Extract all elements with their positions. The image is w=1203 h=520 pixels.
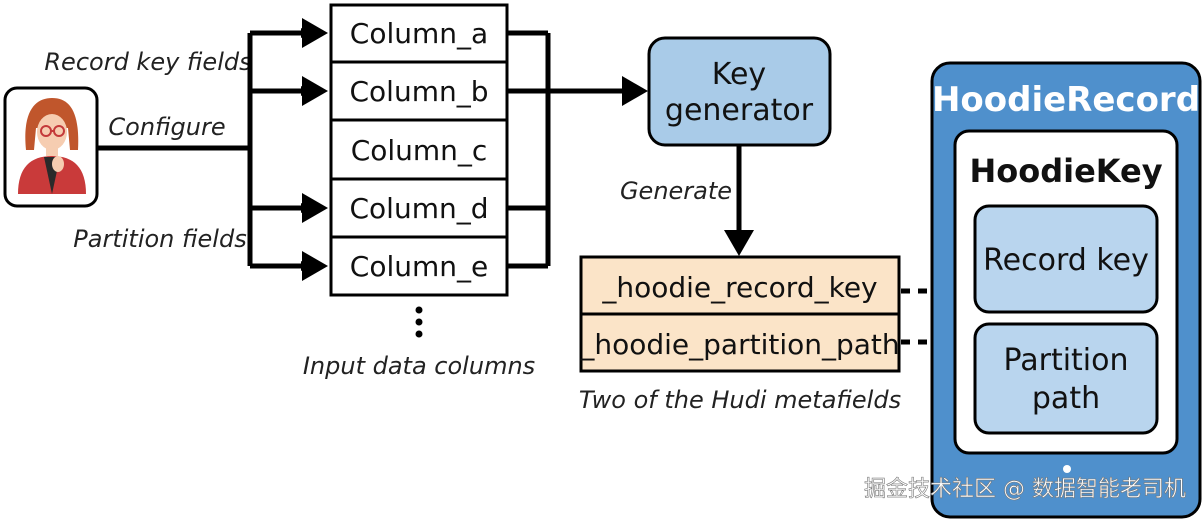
hoodie-record-title: HoodieRecord [932,80,1200,120]
user-avatar-icon [3,86,99,208]
generate-label: Generate [620,177,732,205]
column-c-cell: Column_c [351,134,488,167]
column-e-cell: Column_e [350,250,488,283]
partition-path-box-line1: Partition [1003,343,1128,378]
record-key-fields-label: Record key fields [44,48,251,76]
metafields-caption: Two of the Hudi metafields [579,386,901,414]
more-columns-ellipsis-icon [415,306,423,338]
key-generator-box: Key generator [647,36,832,147]
metafields-table: _hoodie_record_key _hoodie_partition_pat… [579,255,901,373]
arrowheads-left [302,18,328,281]
config-connectors [97,28,311,271]
column-b-cell: Column_b [349,75,488,108]
columns-to-keygen-connectors [507,30,626,269]
column-d-cell: Column_d [349,192,488,225]
arrow-to-keygen-icon [622,76,648,106]
metafield-record-key: _hoodie_record_key [601,271,877,304]
partition-fields-label: Partition fields [73,225,246,253]
key-generator-line2: generator [665,93,814,128]
key-generator-line1: Key [712,57,766,92]
input-columns-table: Column_a Column_b Column_c Column_d Colu… [329,3,509,297]
record-key-box-label: Record key [983,243,1149,278]
column-a-cell: Column_a [350,17,488,50]
input-data-columns-label: Input data columns [303,352,535,380]
metafield-partition-path: _hoodie_partition_path [579,328,899,361]
hoodie-key-title: HoodieKey [969,152,1162,190]
configure-label: Configure [108,113,225,141]
partition-path-box-line2: path [1032,381,1100,416]
watermark-dot-icon [1063,465,1071,473]
hoodie-record-container: HoodieRecord HoodieKey Record key Partit… [930,61,1202,519]
generate-arrow-icon [724,230,754,256]
watermark-text: 掘金技术社区 @ 数据智能老司机 [864,477,1186,502]
